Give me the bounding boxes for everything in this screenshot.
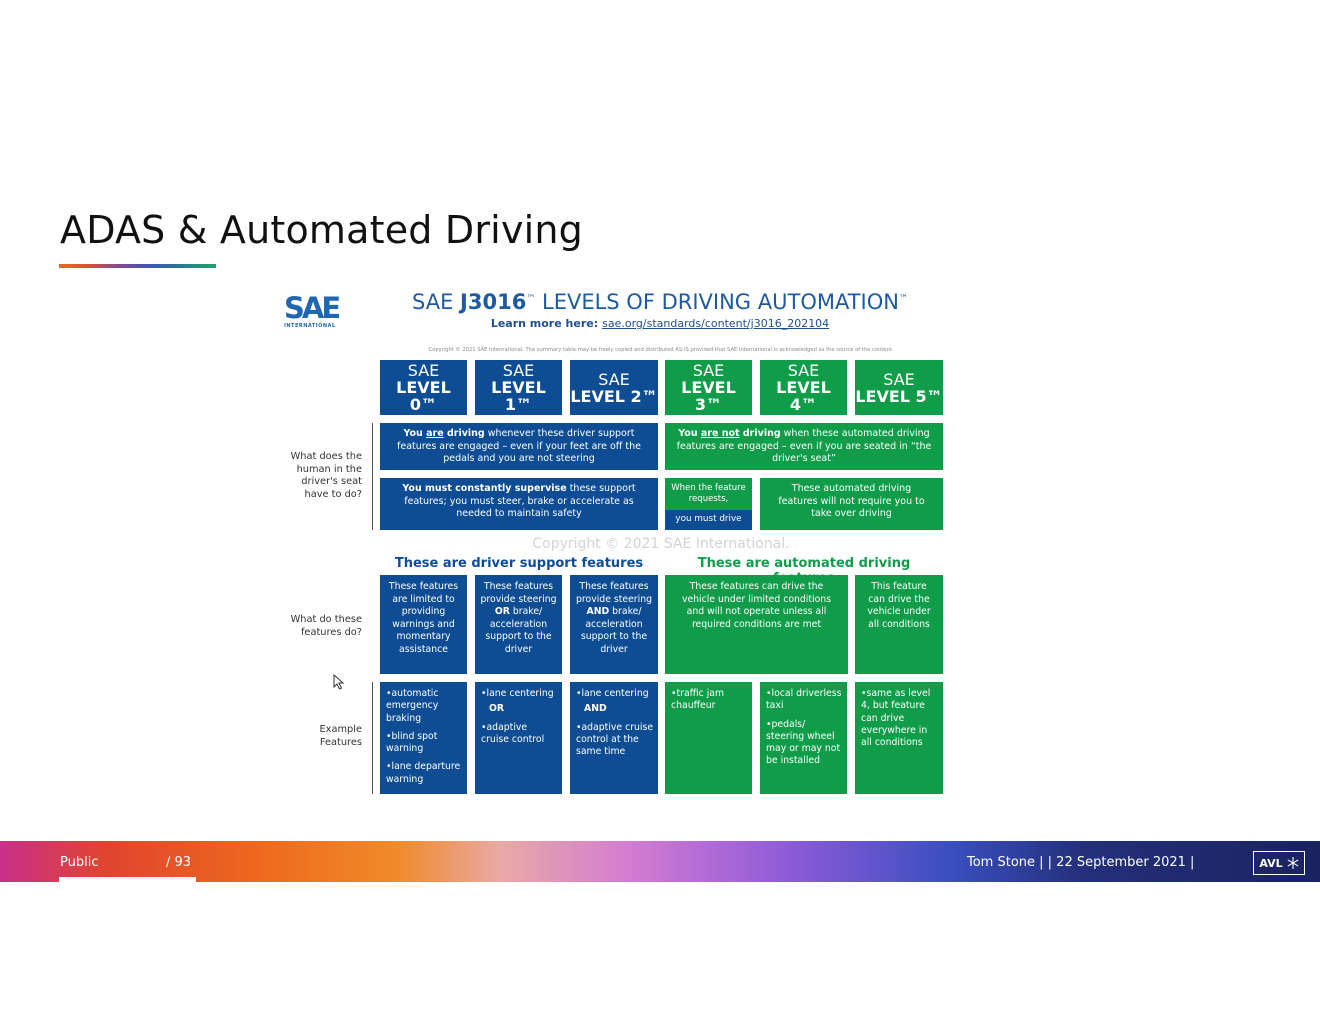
supervise-bold: You must constantly supervise [402,483,567,494]
driving-green-cell: You are not driving when these automated… [665,423,943,470]
supervise-l3-top: When the feature requests, [665,478,752,510]
sae-logo-sub: INTERNATIONAL [284,323,336,329]
title-rest: LEVELS OF DRIVING AUTOMATION [535,290,899,314]
level-4-bottom: LEVEL 4™ [776,378,831,414]
learn-more: Learn more here:sae.org/standards/conten… [380,317,940,330]
title-tm: ™ [526,294,536,304]
driving-green-u: are not [700,428,740,439]
examples-l2-cell: •lane centering AND •adaptive cruise con… [570,682,658,794]
sae-chart-title: SAE J3016™ LEVELS OF DRIVING AUTOMATION™ [380,290,940,314]
driving-blue-cell: You are driving whenever these driver su… [380,423,658,470]
footer-classification: Public [60,855,99,870]
examples-l3-cell: •traffic jam chauffeur [665,682,752,794]
level-3-top: SAE [692,361,725,380]
level-2-header: SAE LEVEL 2™ [570,360,658,415]
level-0-top: SAE [407,361,440,380]
supervise-l45-cell: These automated driving features will no… [760,478,943,530]
supervise-blue-cell: You must constantly supervise these supp… [380,478,658,530]
level-2-top: SAE [598,369,630,389]
driving-green-pre: You [678,428,701,439]
example-l2-conj: AND [584,703,607,715]
features-l1-c: brake/ acceleration support to the drive… [485,606,552,655]
example-l0-3: •lane departure warning [386,761,461,785]
title-bold: J3016 [460,290,527,314]
level-3-header: SAE LEVEL 3™ [665,360,752,415]
section-driver-support: These are driver support features [394,556,644,571]
footer-page-number: / 93 [166,855,192,870]
level-1-top: SAE [502,361,535,380]
avl-logo: AVL [1253,851,1305,875]
level-4-header: SAE LEVEL 4™ [760,360,847,415]
driving-blue-rest: whenever these driver support features a… [397,428,641,464]
row-label-features: What do these features do? [290,614,362,638]
supervise-l3-bottom: you must drive [665,510,752,530]
features-l5-cell: This feature can drive the vehicle under… [855,575,943,674]
copyright-watermark: Copyright © 2021 SAE International. [532,536,790,552]
learn-link[interactable]: sae.org/standards/content/j3016_202104 [602,317,830,330]
row-label-seat: What does the human in the driver's seat… [290,451,362,500]
features-l2-c: brake/ acceleration support to the drive… [580,606,648,655]
features-l2-b: AND [586,606,610,618]
footer-author-date: Tom Stone | | 22 September 2021 | [967,855,1195,870]
level-3-bottom: LEVEL 3™ [681,378,736,414]
example-l2-a: •lane centering [576,688,649,699]
example-l2-b: •adaptive cruise control at the same tim… [576,721,654,758]
example-l0-2: •blind spot warning [386,730,438,755]
learn-label: Learn more here: [490,317,599,330]
example-l1-conj: OR [489,703,505,715]
examples-l0-cell: •automatic emergency braking •blind spot… [380,682,467,794]
level-5-header: SAE LEVEL 5™ [855,360,943,415]
example-l4-1: •local driverless taxi [766,688,842,712]
example-l3: •traffic jam chauffeur [671,688,725,712]
example-l0-1: •automatic emergency braking [386,688,439,724]
level-1-bottom: LEVEL 1™ [491,378,546,414]
example-l1-a: •lane centering [481,688,554,699]
supervise-rest: these support features; you must steer, … [404,483,636,519]
slide-title: ADAS & Automated Driving [60,208,583,252]
mouse-cursor-icon [333,674,345,690]
level-4-top: SAE [787,361,820,380]
features-l1-b: OR [494,606,510,618]
driving-blue-mid: driving [443,428,485,439]
title-underline [59,264,216,268]
footer-band [0,841,1320,882]
features-l0-cell: These features are limited to providing … [380,575,467,674]
row-divider-examples [372,682,373,794]
driving-blue-u: are [426,428,444,439]
level-2-bottom: LEVEL 2™ [570,386,658,406]
examples-l1-cell: •lane centering OR •adaptive cruise cont… [475,682,562,794]
sae-logo: SAE INTERNATIONAL [284,293,344,329]
row-divider-seat [372,423,373,530]
example-l1-b: •adaptive cruise control [481,721,545,745]
level-5-top: SAE [883,369,915,389]
copyright-notice: Copyright © 2021 SAE International. The … [428,347,894,353]
driving-blue-pre: You [403,428,427,439]
features-l34-cell: These features can drive the vehicle und… [665,575,848,674]
title-tm2: ™ [898,294,908,304]
level-1-header: SAE LEVEL 1™ [475,360,562,415]
row-label-examples: Example Features [319,724,362,748]
footer-accent-bar [59,877,196,882]
features-l2-a: These features provide steering [576,581,652,605]
level-0-bottom: LEVEL 0™ [396,378,451,414]
examples-l5-cell: •same as level 4, but feature can drive … [855,682,943,794]
snowflake-icon [1287,857,1298,869]
driving-green-rest: when these automated driving features ar… [676,428,932,464]
avl-logo-text: AVL [1259,856,1283,870]
sae-logo-mark: SAE [284,291,341,325]
features-l1-a: These features provide steering [480,581,557,605]
example-l4-2: •pedals/ steering wheel may or may not b… [766,718,841,767]
title-pre: SAE [412,290,461,314]
level-5-bottom: LEVEL 5™ [855,386,943,406]
level-0-header: SAE LEVEL 0™ [380,360,467,415]
examples-l4-cell: •local driverless taxi •pedals/ steering… [760,682,847,794]
example-l5: •same as level 4, but feature can drive … [861,688,931,749]
driving-green-mid: driving [739,428,781,439]
